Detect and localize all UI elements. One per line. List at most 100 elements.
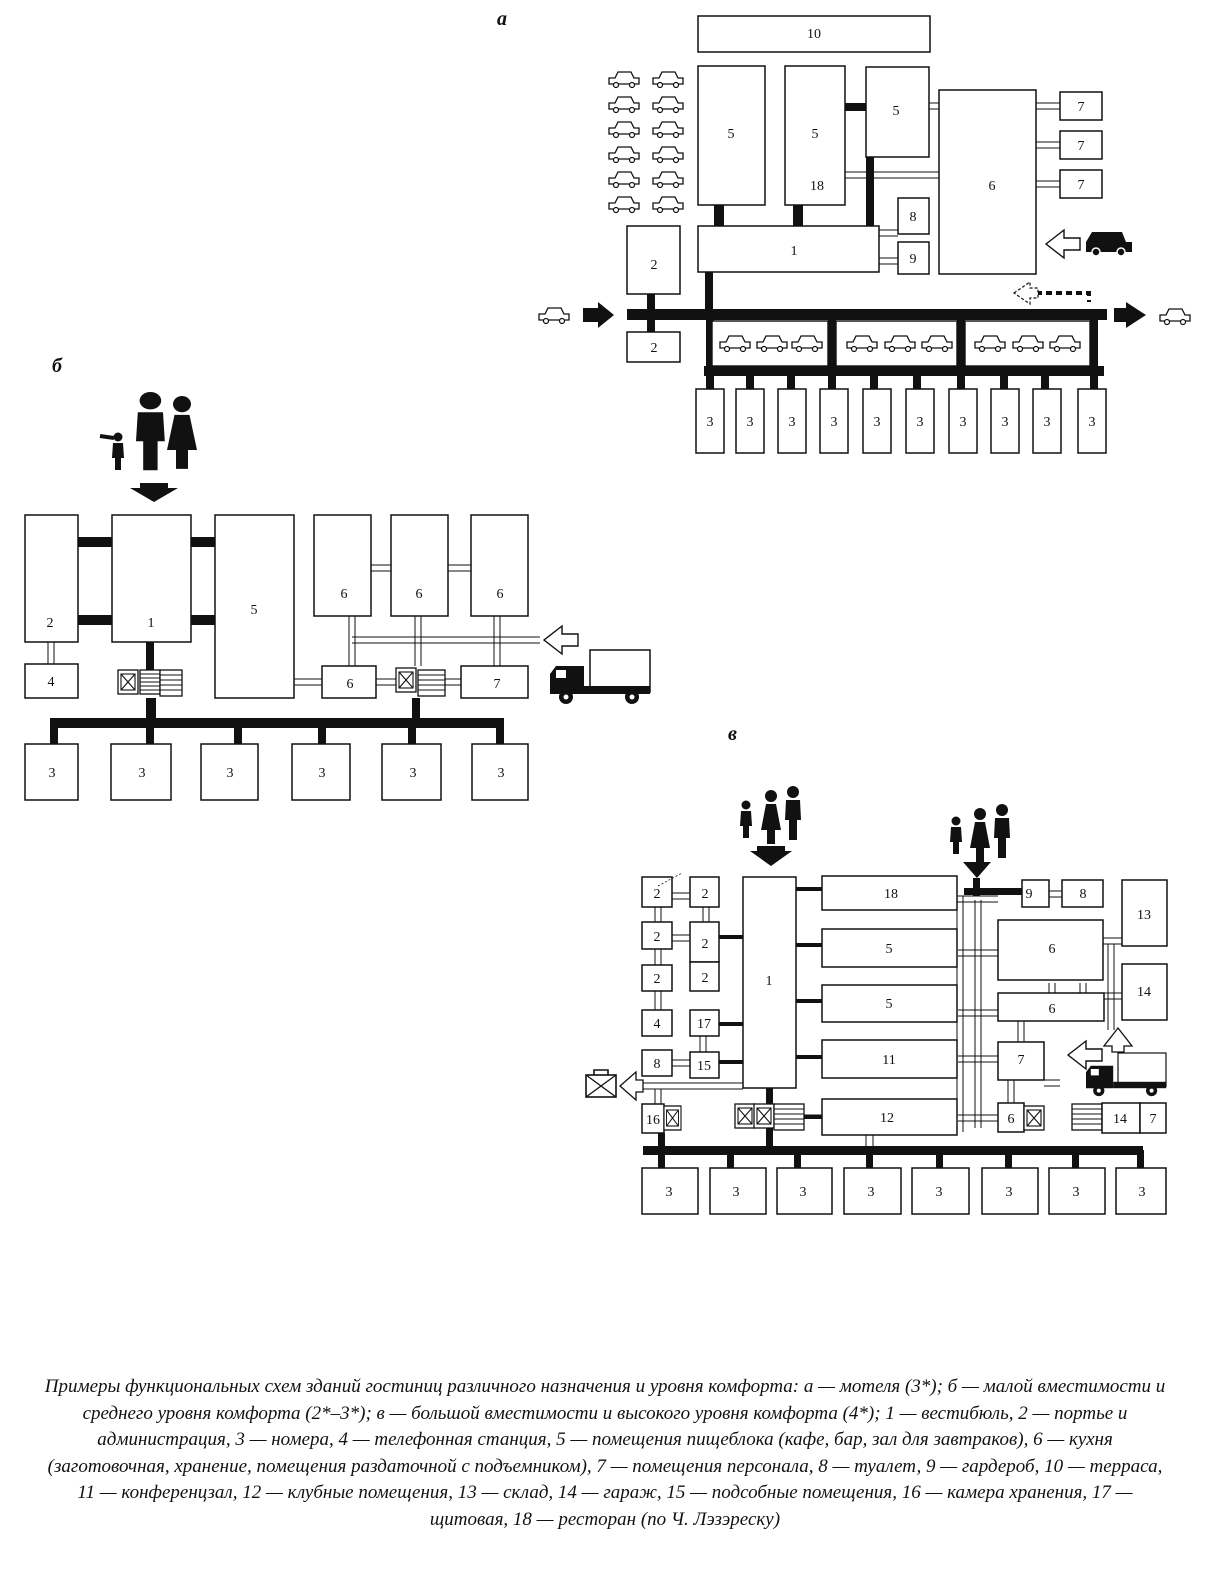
room-box xyxy=(24,514,79,643)
room-label: 2 xyxy=(654,972,661,987)
room-box xyxy=(1101,1102,1141,1134)
room-box xyxy=(990,388,1020,454)
room-label: 3 xyxy=(1139,1185,1146,1200)
room-label: 3 xyxy=(1044,415,1051,430)
arrow-icon xyxy=(583,302,614,328)
room-box xyxy=(471,743,529,801)
room-corridor xyxy=(704,366,1104,376)
truck-icon xyxy=(549,649,651,705)
room-label: 3 xyxy=(874,415,881,430)
room-box xyxy=(821,984,958,1023)
room-label: 12 xyxy=(880,1111,894,1126)
room-box xyxy=(997,1041,1045,1081)
room-label: 3 xyxy=(868,1185,875,1200)
room-label: 14 xyxy=(1113,1112,1127,1127)
car-icon xyxy=(608,171,640,189)
people-icon xyxy=(99,392,197,471)
panel-label-a: а xyxy=(497,8,507,30)
room-label: 6 xyxy=(1008,1112,1015,1127)
room-label: 3 xyxy=(1073,1185,1080,1200)
room-box xyxy=(291,743,351,801)
scheme-a: а xyxy=(497,8,1191,454)
car-icon xyxy=(652,171,684,189)
room-label: 2 xyxy=(651,258,658,273)
elevator-icon xyxy=(117,669,139,695)
room-box xyxy=(1059,91,1103,121)
room-label: 6 xyxy=(341,587,348,602)
room-box xyxy=(641,876,673,908)
elevator-icon xyxy=(753,1103,775,1129)
car-icon xyxy=(608,196,640,214)
car-icon xyxy=(652,196,684,214)
car-icon xyxy=(608,96,640,114)
room-box xyxy=(24,743,79,801)
room-box xyxy=(742,876,797,1089)
room-box xyxy=(697,225,880,273)
room-label: 5 xyxy=(251,603,258,618)
arrow-icon xyxy=(1067,1040,1103,1070)
room-box xyxy=(626,331,681,363)
room-label: 3 xyxy=(917,415,924,430)
arrow-icon xyxy=(750,846,792,866)
arrow-icon xyxy=(1102,1026,1134,1053)
room-box xyxy=(997,992,1105,1022)
car-icon xyxy=(608,121,640,139)
room-box xyxy=(843,1167,902,1215)
room-box xyxy=(911,1167,970,1215)
room-label: 14 xyxy=(1137,985,1151,1000)
room-label: 3 xyxy=(139,766,146,781)
room-label: 3 xyxy=(49,766,56,781)
room-box xyxy=(1115,1167,1167,1215)
room-label: 1 xyxy=(766,974,773,989)
room-label: 6 xyxy=(1049,942,1056,957)
room-box xyxy=(821,1039,958,1079)
car-icon xyxy=(652,146,684,164)
room-box xyxy=(1021,879,1050,908)
room-box xyxy=(689,876,720,908)
room-label: 7 xyxy=(1018,1053,1025,1068)
car-icon xyxy=(1086,232,1132,257)
car-icon xyxy=(538,307,570,325)
room-box xyxy=(689,1051,720,1079)
room-label: 5 xyxy=(886,997,893,1012)
room-label: 2 xyxy=(654,887,661,902)
room-box xyxy=(1077,388,1107,454)
room-label: 8 xyxy=(1080,887,1087,902)
room-box xyxy=(321,665,377,699)
room-label: 8 xyxy=(654,1057,661,1072)
arrow-icon xyxy=(1045,229,1081,259)
room-box xyxy=(381,743,442,801)
room-box xyxy=(821,928,958,968)
room-label: 6 xyxy=(347,677,354,692)
room-label: 5 xyxy=(812,127,819,142)
room-box xyxy=(897,241,930,275)
room-label: 9 xyxy=(910,252,917,267)
elevator-icon xyxy=(395,667,417,693)
room-label: 3 xyxy=(410,766,417,781)
room-box xyxy=(697,65,766,206)
room-label: 4 xyxy=(48,675,55,690)
car-icon xyxy=(652,96,684,114)
room-label: 13 xyxy=(1137,908,1151,923)
arrow-icon xyxy=(1114,302,1146,328)
room-box xyxy=(111,514,192,643)
room-box xyxy=(641,1167,699,1215)
room-label: 6 xyxy=(416,587,423,602)
room-label: 4 xyxy=(654,1017,661,1032)
car-icon xyxy=(608,71,640,89)
room-label: 15 xyxy=(697,1059,711,1074)
room-box xyxy=(862,388,892,454)
room-label: 2 xyxy=(702,937,709,952)
room-box xyxy=(1121,963,1168,1021)
room-label: 2 xyxy=(702,887,709,902)
room-box xyxy=(641,1009,673,1037)
room-label: 7 xyxy=(1078,178,1085,193)
room-box xyxy=(313,514,372,617)
stairs-icon xyxy=(139,669,161,695)
room-box xyxy=(1061,879,1104,908)
room-label: 3 xyxy=(936,1185,943,1200)
room-box xyxy=(1059,169,1103,199)
room-box xyxy=(390,514,449,617)
room-label: 7 xyxy=(1078,139,1085,154)
figure-caption: Примеры функциональных схем зданий гости… xyxy=(44,1376,1166,1530)
